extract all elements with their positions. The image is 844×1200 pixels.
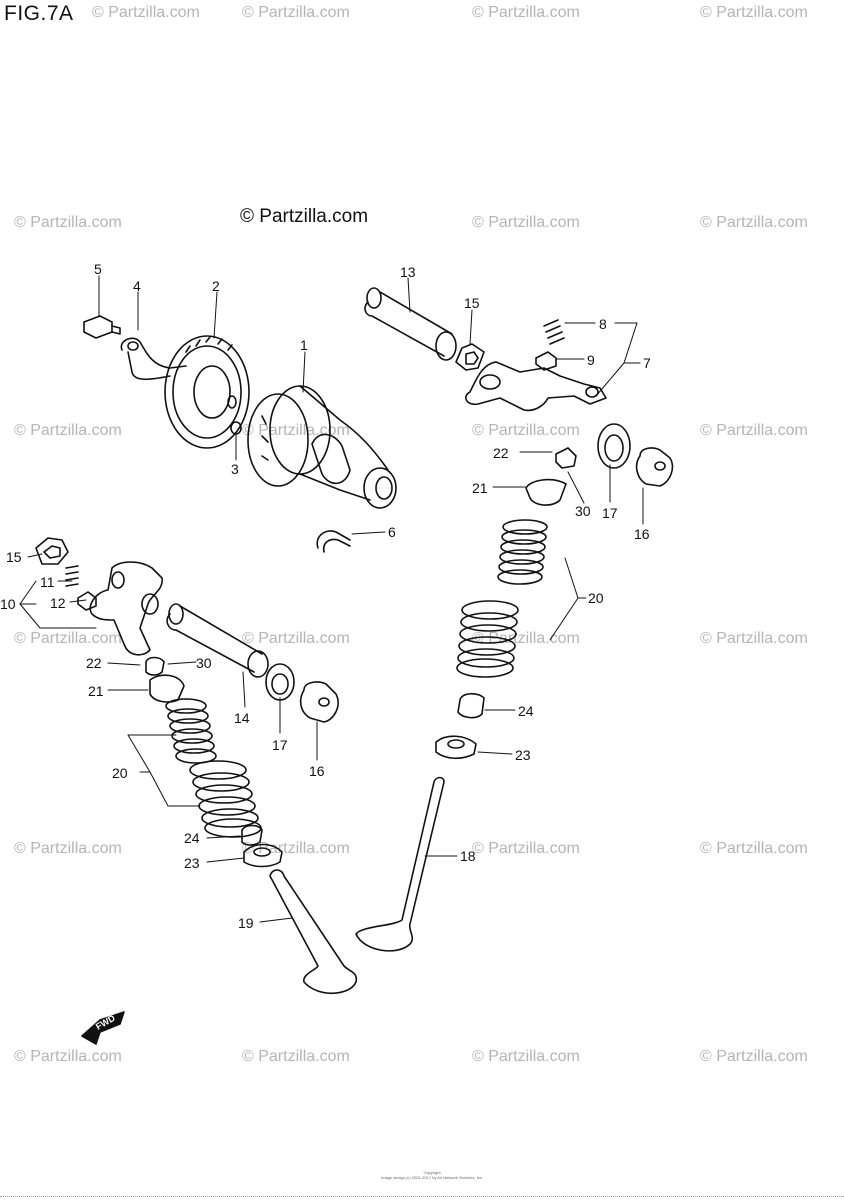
spring-coil: [456, 519, 548, 678]
part-label: 15: [6, 549, 22, 565]
watermark: © Partzilla.com: [700, 214, 808, 231]
watermark: © Partzilla.com: [242, 630, 350, 647]
watermark: © Partzilla.com: [700, 840, 808, 857]
watermark: © Partzilla.com: [700, 1048, 808, 1065]
part-label: 3: [231, 461, 239, 477]
part-label: 14: [234, 710, 250, 726]
part-label: 2: [212, 278, 220, 294]
footer-divider: [0, 1196, 844, 1197]
part-label: 20: [112, 765, 128, 781]
part-label: 18: [460, 848, 476, 864]
part-label: 9: [587, 352, 595, 368]
part-label: 23: [515, 747, 531, 763]
part-label: 4: [133, 278, 141, 294]
spring-coil: [165, 698, 262, 838]
watermark: © Partzilla.com: [472, 422, 580, 439]
part-label: 21: [472, 480, 488, 496]
part-label: 15: [464, 295, 480, 311]
watermark: © Partzilla.com: [14, 840, 122, 857]
part-label: 8: [599, 316, 607, 332]
part-label: 21: [88, 683, 104, 699]
part-label: 19: [238, 915, 254, 931]
part-label: 22: [86, 655, 102, 671]
part-label: 11: [40, 574, 55, 590]
part-label: 17: [602, 505, 618, 521]
part-label: 7: [643, 355, 651, 371]
part-label: 17: [272, 737, 288, 753]
watermark: © Partzilla.com: [700, 630, 808, 647]
watermark: © Partzilla.com: [14, 214, 122, 231]
watermark: © Partzilla.com: [472, 214, 580, 231]
part-label: 20: [588, 590, 604, 606]
figure-title: FIG.7A: [4, 2, 74, 25]
watermark: © Partzilla.com: [92, 4, 200, 21]
watermark: © Partzilla.com: [242, 4, 350, 21]
part-label: 16: [309, 763, 325, 779]
part-label: 24: [518, 703, 534, 719]
part-label: 12: [50, 595, 66, 611]
watermark: © Partzilla.com: [700, 422, 808, 439]
footer-line-2: Image design (c) 2001-2017 by Ari Networ…: [380, 1175, 484, 1180]
part-label: 1: [300, 337, 308, 353]
watermark: © Partzilla.com: [14, 630, 122, 647]
watermark: © Partzilla.com: [242, 1048, 350, 1065]
part-label: 10: [0, 596, 16, 612]
part-label: 13: [400, 264, 416, 280]
watermark: © Partzilla.com: [472, 1048, 580, 1065]
part-label: 30: [575, 503, 591, 519]
watermark: © Partzilla.com: [472, 4, 580, 21]
footer-line-1: Copyright: [423, 1170, 441, 1175]
part-label: 16: [634, 526, 650, 542]
part-label: 30: [196, 655, 212, 671]
part-label: 5: [94, 261, 102, 277]
part-label: 22: [493, 445, 509, 461]
leader-lines: [19, 275, 644, 923]
part-label: 6: [388, 524, 396, 540]
watermark: © Partzilla.com: [14, 422, 122, 439]
part-label: 23: [184, 855, 200, 871]
watermark: © Partzilla.com: [700, 4, 808, 21]
watermark: © Partzilla.com: [14, 1048, 122, 1065]
forward-arrow-icon: [81, 1011, 125, 1045]
watermark: © Partzilla.com: [472, 840, 580, 857]
footer-copyright: Copyright Image design (c) 2001-2017 by …: [362, 1170, 502, 1180]
part-label: 24: [184, 830, 200, 846]
brand-watermark: © Partzilla.com: [240, 206, 369, 227]
